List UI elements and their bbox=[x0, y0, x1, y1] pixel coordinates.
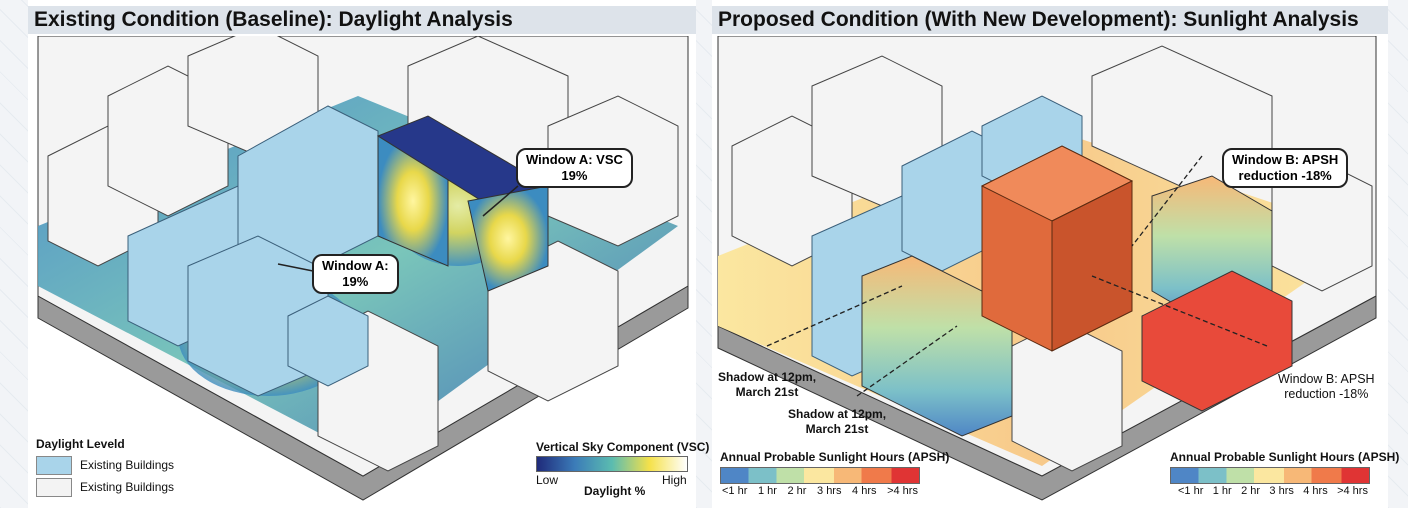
proposed-sunlight-panel: Proposed Condition (With New Development… bbox=[712, 0, 1399, 508]
tick-label: 4 hrs bbox=[852, 485, 877, 497]
existing-buildings-blue bbox=[127, 105, 379, 397]
legend-label: Existing Buildings bbox=[80, 458, 175, 472]
tick-label: 4 hrs bbox=[1303, 485, 1328, 497]
daylight-legend-title: Daylight Leveld bbox=[36, 437, 125, 451]
annotation-line: Shadow at 12pm, bbox=[718, 370, 817, 384]
window-b-apsh-callout: Window B: APSH reduction -18% bbox=[1222, 148, 1349, 188]
vsc-caption: Daylight % bbox=[584, 484, 646, 498]
tick-label: <1 hr bbox=[722, 485, 748, 497]
panel-title: Existing Condition (Baseline): Daylight … bbox=[28, 6, 696, 34]
callout-line: Window B: APSH bbox=[1232, 152, 1339, 167]
shadow-leader-lines bbox=[766, 155, 1268, 397]
existing-buildings-white bbox=[731, 45, 1373, 472]
window-a-vsc-callout: Window A: VSC 19% bbox=[516, 148, 633, 188]
annotation-line: reduction -18% bbox=[1284, 387, 1369, 401]
legend-swatch-white bbox=[36, 478, 72, 497]
callout-line: 19% bbox=[561, 168, 588, 183]
shadow-annotation: Shadow at 12pm, March 21st bbox=[788, 407, 886, 437]
annotation-line: March 21st bbox=[805, 422, 869, 436]
apsh-ticks: <1 hr 1 hr 2 hr 3 hrs 4 hrs >4 hrs bbox=[1178, 485, 1368, 497]
callout-line: Window A: VSC bbox=[526, 152, 623, 167]
apsh-color-ramp bbox=[720, 467, 920, 484]
legend-swatch-blue bbox=[36, 456, 72, 475]
tick-label: <1 hr bbox=[1178, 485, 1204, 497]
apsh-color-ramp bbox=[1170, 467, 1370, 484]
blueprint-background-right bbox=[1388, 0, 1408, 508]
tick-label: 1 hr bbox=[1212, 485, 1232, 497]
annotation-line: March 21st bbox=[735, 385, 799, 399]
apsh-ticks: <1 hr 1 hr 2 hr 3 hrs 4 hrs >4 hrs bbox=[722, 485, 918, 497]
tick-label: 3 hrs bbox=[817, 485, 842, 497]
impacted-buildings-heatmap bbox=[861, 175, 1293, 437]
vsc-color-ramp bbox=[536, 456, 688, 472]
vsc-low-label: Low bbox=[536, 473, 559, 487]
callout-leader bbox=[482, 185, 519, 217]
blueprint-background-middle bbox=[696, 0, 712, 508]
window-b-annotation: Window B: APSH reduction -18% bbox=[1278, 372, 1375, 402]
blueprint-background-left bbox=[0, 0, 28, 508]
tick-label: 3 hrs bbox=[1269, 485, 1294, 497]
callout-line: 19% bbox=[342, 274, 369, 289]
vsc-scale-title: Vertical Sky Component (VSC) bbox=[536, 440, 710, 454]
tick-label: 2 hr bbox=[787, 485, 807, 497]
panel-title: Proposed Condition (With New Development… bbox=[712, 6, 1388, 34]
tick-label: >4 hrs bbox=[887, 485, 918, 497]
baseline-daylight-panel: Existing Condition (Baseline): Daylight … bbox=[28, 0, 709, 508]
sunlight-3d-model bbox=[717, 36, 1377, 501]
tick-label: >4 hrs bbox=[1337, 485, 1368, 497]
legend-label: Existing Buildings bbox=[80, 480, 175, 494]
annotation-line: Shadow at 12pm, bbox=[788, 407, 887, 421]
apsh-scale-title: Annual Probable Sunlight Hours (APSH) bbox=[720, 450, 950, 464]
callout-line: Window A: bbox=[322, 258, 389, 273]
proposed-development-tower bbox=[980, 145, 1134, 352]
annotation-line: Window B: APSH bbox=[1278, 372, 1375, 386]
tick-label: 2 hr bbox=[1241, 485, 1261, 497]
shadow-annotation: Shadow at 12pm, March 21st bbox=[718, 370, 816, 400]
vsc-high-label: High bbox=[662, 473, 687, 487]
window-a-callout: Window A: 19% bbox=[312, 254, 399, 294]
apsh-scale-title: Annual Probable Sunlight Hours (APSH) bbox=[1170, 450, 1400, 464]
callout-line: reduction -18% bbox=[1238, 168, 1332, 183]
tick-label: 1 hr bbox=[757, 485, 777, 497]
